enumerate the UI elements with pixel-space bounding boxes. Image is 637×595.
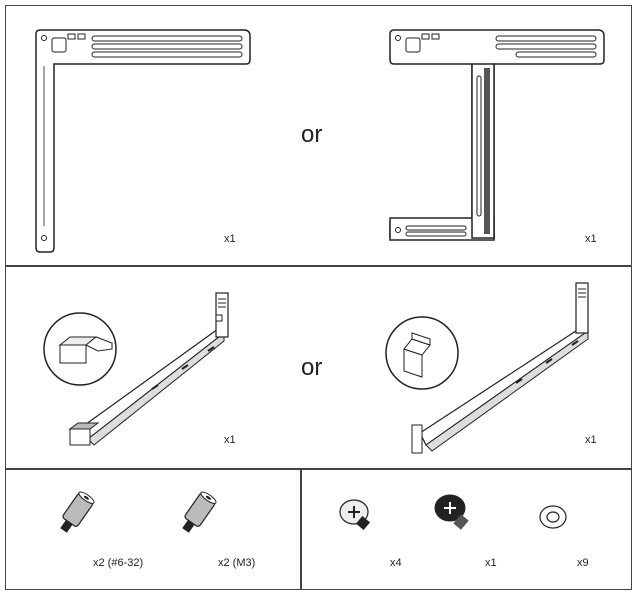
or-label-top: or [301,121,323,148]
panel-bottom-right-screws: x4 x1 x9 [301,469,632,590]
qty-label-washer: x9 [577,557,589,569]
qty-label-thumb-screw: x1 [485,557,497,569]
standoff-6-32-icon [60,491,95,533]
qty-label-middle-right: x1 [585,434,597,446]
t-bracket-illustration [389,29,605,241]
qty-label-middle-left: x1 [224,434,236,446]
or-label-middle: or [301,354,323,381]
l-bracket-illustration [35,29,251,253]
thumb-screw-icon [434,494,469,530]
qty-label-top-right: x1 [585,233,597,245]
panel-bottom-left-standoffs: x2 (#6-32) x2 (M3) [5,469,301,590]
standoff-m3-icon [182,491,217,533]
panel-middle-supports: or x1 x1 [5,266,632,469]
support-bar-right-illustration [385,282,590,454]
qty-label-top-left: x1 [224,233,236,245]
washer-icon [539,505,567,529]
panel-top-brackets: or x1 x1 [5,5,632,266]
support-bar-left-illustration [43,292,229,446]
qty-label-standoff-m3: x2 (M3) [218,557,256,569]
qty-label-standoff-6-32: x2 (#6-32) [93,557,144,569]
phillips-screw-icon [339,499,371,531]
qty-label-phillips-screw: x4 [390,557,402,569]
